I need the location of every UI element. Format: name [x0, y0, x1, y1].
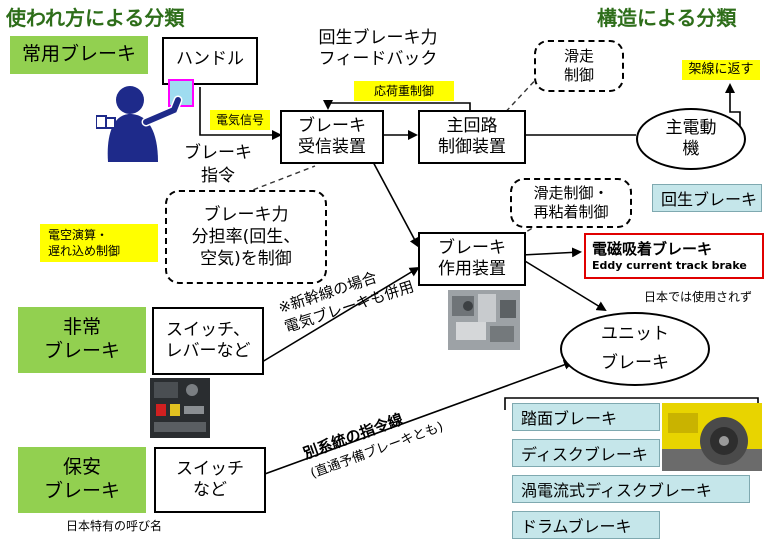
air-calc-label: 電空演算・ 遅れ込め制御 [40, 224, 158, 262]
console-photo [150, 378, 210, 438]
header-structure-classification: 構造による分類 [597, 6, 737, 30]
brake-command-label: ブレーキ 指令 [184, 143, 252, 186]
disc-brake-label: ディスクブレーキ [512, 439, 660, 467]
arrow-actuator-to-unit [519, 257, 607, 312]
eddy-brake-title: 電磁吸着ブレーキ [592, 240, 713, 258]
eddy-brake-box: 電磁吸着ブレーキ Eddy current track brake [584, 233, 764, 279]
share-ratio-note: ブレーキ力 分担率(回生、 空気)を制御 [165, 190, 327, 284]
handle-box: ハンドル [162, 37, 258, 85]
arrow-handle-to-receiver [199, 87, 282, 140]
emergency-brake-label: 非常 ブレーキ [18, 307, 146, 373]
dashed-share-to-receiver [244, 165, 316, 194]
arrow-security-to-unit [261, 360, 574, 476]
security-brake-label: 保安 ブレーキ [18, 447, 146, 513]
main-motor-ellipse: 主電動 機 [636, 108, 746, 170]
arrow-receiver-to-actuator [371, 159, 419, 248]
security-brake-note: 日本特有の呼び名 [66, 519, 163, 533]
skid-control-note: 滑走 制御 [534, 40, 624, 92]
main-circuit-box: 主回路 制御装置 [418, 110, 526, 164]
brake-receiver-box: ブレーキ 受信装置 [280, 110, 384, 164]
not-used-in-japan-label: 日本では使用されず [644, 290, 753, 304]
tread-brake-label: 踏面ブレーキ [512, 403, 660, 431]
arrow-motor-to-catenary [725, 83, 741, 130]
header-usage-classification: 使われ方による分類 [6, 6, 185, 30]
return-catenary-label: 架線に返す [682, 60, 760, 80]
regen-brake-label: 回生ブレーキ [652, 184, 762, 212]
actuator-photo [448, 290, 520, 350]
driver-figure [96, 86, 183, 162]
switch-etc-box: スイッチ など [154, 447, 266, 513]
eddy-disc-brake-label: 渦電流式ディスクブレーキ [512, 475, 750, 503]
arrow-emergency-to-actuator [261, 266, 420, 363]
load-control-label: 応荷重制御 [354, 81, 454, 101]
arrow-actuator-to-eddy [521, 247, 582, 258]
skid-readhesion-note: 滑走制御・ 再粘着制御 [510, 178, 632, 228]
electric-signal-label: 電気信号 [210, 110, 270, 130]
drum-brake-label: ドラムブレーキ [512, 511, 660, 539]
switch-lever-box: スイッチ、 レバーなど [152, 307, 264, 375]
unit-brake-ellipse: ユニット ブレーキ [560, 312, 710, 386]
disc-brake-photo [662, 403, 762, 471]
arrow-regen-feedback [323, 100, 471, 110]
brake-actuator-box: ブレーキ 作用装置 [418, 232, 526, 286]
eddy-brake-subtitle: Eddy current track brake [592, 259, 747, 272]
regen-feedback-label: 回生ブレーキ力 フィードバック [318, 28, 438, 70]
service-brake-label: 常用ブレーキ [10, 36, 148, 74]
